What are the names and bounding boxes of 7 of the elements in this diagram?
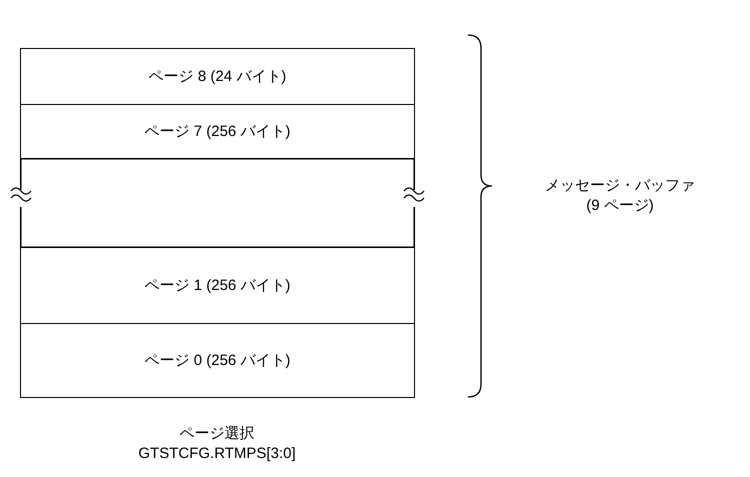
page-box: ページ 7 (256 バイト) — [20, 104, 415, 159]
brace-label: メッセージ・バッファ (9 ページ) — [544, 176, 696, 216]
page-box: ページ 1 (256 バイト) — [20, 247, 415, 324]
empty-section — [20, 158, 415, 248]
page-box: ページ 0 (256 バイト) — [20, 323, 415, 398]
page-box: ページ 8 (24 バイト) — [20, 48, 415, 105]
caption-text: ページ選択 GTSTCFG.RTMPS[3:0] — [137, 424, 297, 464]
